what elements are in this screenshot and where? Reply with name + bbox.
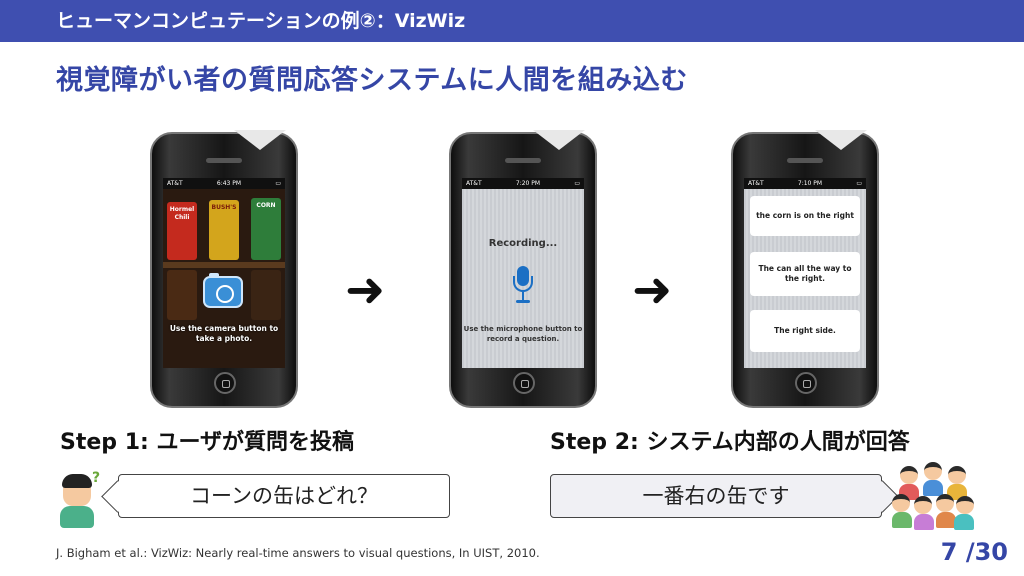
crowd-illustration [892,462,974,530]
step2-label: Step 2: システム内部の人間が回答 [550,424,910,456]
phone-screen-recording: AT&T 7:20 PM ▭ Recording... Use the micr… [462,178,584,368]
phone-flag [815,130,867,150]
phone-screen-answers: AT&T 7:10 PM ▭ the corn is on the right … [744,178,866,368]
battery-icon: ▭ [574,178,580,189]
status-time: 6:43 PM [217,178,241,189]
can-corn: CORN [251,198,281,260]
can-beans: BUSH'S [209,200,239,260]
arrow-right-icon: ➜ [632,270,672,310]
page-number: 7 /30 [941,538,1008,566]
phone-recording: AT&T 7:20 PM ▭ Recording... Use the micr… [449,132,597,408]
phone-earpiece [206,158,242,163]
header-bar: ヒューマンコンピュテーションの例②：VizWiz [0,0,1024,42]
recording-caption: Use the microphone button to record a qu… [462,324,584,344]
microphone-icon[interactable] [512,266,534,304]
status-bar: AT&T 6:43 PM ▭ [163,178,285,189]
can-label: BUSH'S [209,200,239,212]
battery-icon: ▭ [856,178,862,189]
slide-title: ヒューマンコンピュテーションの例②：VizWiz [56,10,465,32]
can-lower [251,270,281,320]
camera-caption: Use the camera button to take a photo. [163,324,285,344]
status-bar: AT&T 7:20 PM ▭ [462,178,584,189]
phone-earpiece [787,158,823,163]
battery-icon: ▭ [275,178,281,189]
phone-screen-camera: AT&T 6:43 PM ▭ Hormel Chili BUSH'S CORN … [163,178,285,368]
phone-earpiece [505,158,541,163]
can-lower [167,270,197,320]
citation: J. Bigham et al.: VizWiz: Nearly real-ti… [56,546,540,560]
answer-bubble: 一番右の缶です [550,474,882,518]
status-carrier: AT&T [748,178,764,189]
can-chili: Hormel Chili [167,202,197,260]
questioning-person-illustration: ? [56,470,104,530]
phone-answers: AT&T 7:10 PM ▭ the corn is on the right … [731,132,879,408]
status-bar: AT&T 7:10 PM ▭ [744,178,866,189]
can-label: Hormel Chili [167,202,197,222]
answer-card[interactable]: The can all the way to the right. [750,252,860,296]
status-time: 7:20 PM [516,178,540,189]
arrow-right-icon: ➜ [345,270,385,310]
question-mark-icon: ? [92,470,100,486]
status-carrier: AT&T [167,178,183,189]
status-time: 7:10 PM [798,178,822,189]
phone-flag [533,130,585,150]
home-button[interactable] [795,372,817,394]
phone-camera: AT&T 6:43 PM ▭ Hormel Chili BUSH'S CORN … [150,132,298,408]
step1-label: Step 1: ユーザが質問を投稿 [60,424,354,456]
phone-flag [234,130,286,150]
shelf [163,262,285,268]
home-button[interactable] [214,372,236,394]
page-total: /30 [966,538,1008,566]
slide-subtitle: 視覚障がい者の質問応答システムに人間を組み込む [56,58,688,97]
recording-title: Recording... [462,238,584,249]
can-label: CORN [251,198,281,210]
answer-card[interactable]: The right side. [750,310,860,352]
question-bubble: コーンの缶はどれ？ [118,474,450,518]
answer-card[interactable]: the corn is on the right [750,196,860,236]
answer-text: 一番右の缶です [643,484,790,508]
home-button[interactable] [513,372,535,394]
question-text: コーンの缶はどれ？ [190,484,378,508]
page-current: 7 [941,538,958,566]
camera-button[interactable] [203,276,243,308]
status-carrier: AT&T [466,178,482,189]
